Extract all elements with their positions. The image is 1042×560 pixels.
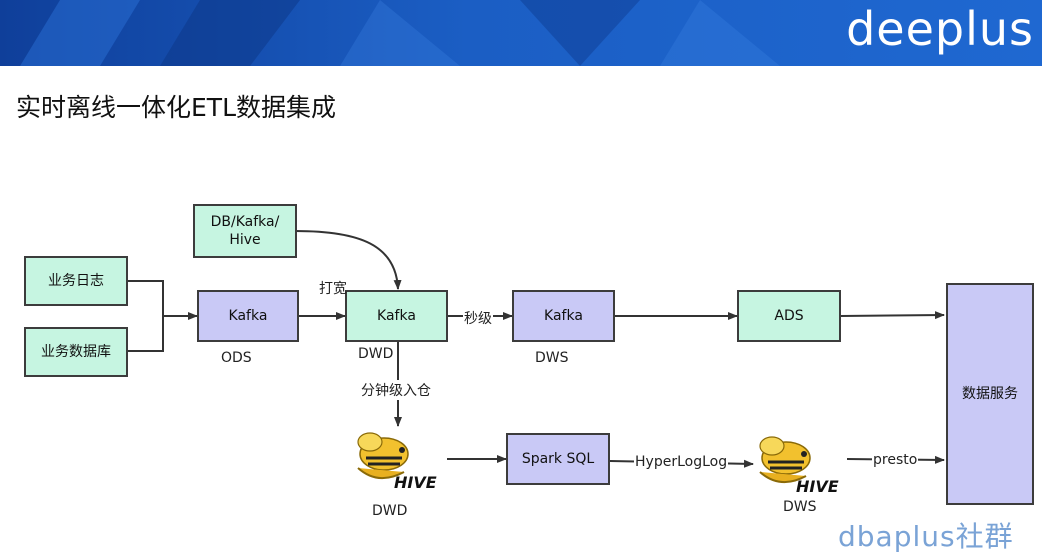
node-data-service-label: 数据服务 xyxy=(962,385,1018,402)
node-ads: ADS xyxy=(737,290,841,342)
label-dws-bottom: DWS xyxy=(783,499,817,515)
edge-db-to-ods xyxy=(127,316,164,352)
hive-icon: HIVE xyxy=(759,436,839,496)
node-spark-sql: Spark SQL xyxy=(506,433,610,485)
label-presto: presto xyxy=(872,452,919,468)
edge-log-to-ods xyxy=(127,280,164,316)
hive-dws-logo: HIVE xyxy=(752,432,844,500)
hive-icon: HIVE xyxy=(357,432,437,492)
node-source-mix: DB/Kafka/ Hive xyxy=(193,204,297,258)
node-business-db: 业务数据库 xyxy=(24,327,128,377)
watermark: dbaplus社群 xyxy=(838,520,1014,553)
banner-decoration xyxy=(20,0,780,66)
label-dwd-top: DWD xyxy=(358,346,394,362)
node-ads-label: ADS xyxy=(774,307,804,324)
node-data-service: 数据服务 xyxy=(946,283,1034,505)
node-source-mix-label: DB/Kafka/ Hive xyxy=(210,213,280,248)
node-kafka-ods-label: Kafka xyxy=(228,307,268,324)
node-kafka-dws: Kafka xyxy=(512,290,615,342)
node-business-log: 业务日志 xyxy=(24,256,128,306)
node-kafka-dws-label: Kafka xyxy=(544,307,583,324)
label-hyperloglog: HyperLogLog xyxy=(634,454,729,470)
node-business-db-label: 业务数据库 xyxy=(41,343,111,360)
label-minute-level: 分钟级入仓 xyxy=(360,380,432,400)
node-kafka-dwd: Kafka xyxy=(345,290,448,342)
label-dws-top: DWS xyxy=(535,350,569,366)
hive-dwd-logo: HIVE xyxy=(350,428,442,496)
node-business-log-label: 业务日志 xyxy=(48,272,104,289)
header-banner: deeplus xyxy=(0,0,1042,66)
page-title: 实时离线一体化ETL数据集成 xyxy=(16,93,336,122)
label-second-level: 秒级 xyxy=(463,308,493,328)
hive-dws-word: HIVE xyxy=(796,477,839,496)
node-kafka-ods: Kafka xyxy=(197,290,299,342)
edge-ads-to-service xyxy=(840,311,945,320)
hive-dwd-word: HIVE xyxy=(394,473,437,492)
node-kafka-dwd-label: Kafka xyxy=(377,307,416,324)
label-dwd-bottom: DWD xyxy=(372,503,408,519)
brand-logo: deeplus xyxy=(846,2,1034,56)
node-spark-sql-label: Spark SQL xyxy=(521,450,595,467)
edge-source-to-dwd xyxy=(294,230,402,290)
label-widen: 打宽 xyxy=(319,281,347,297)
label-ods: ODS xyxy=(221,350,252,366)
